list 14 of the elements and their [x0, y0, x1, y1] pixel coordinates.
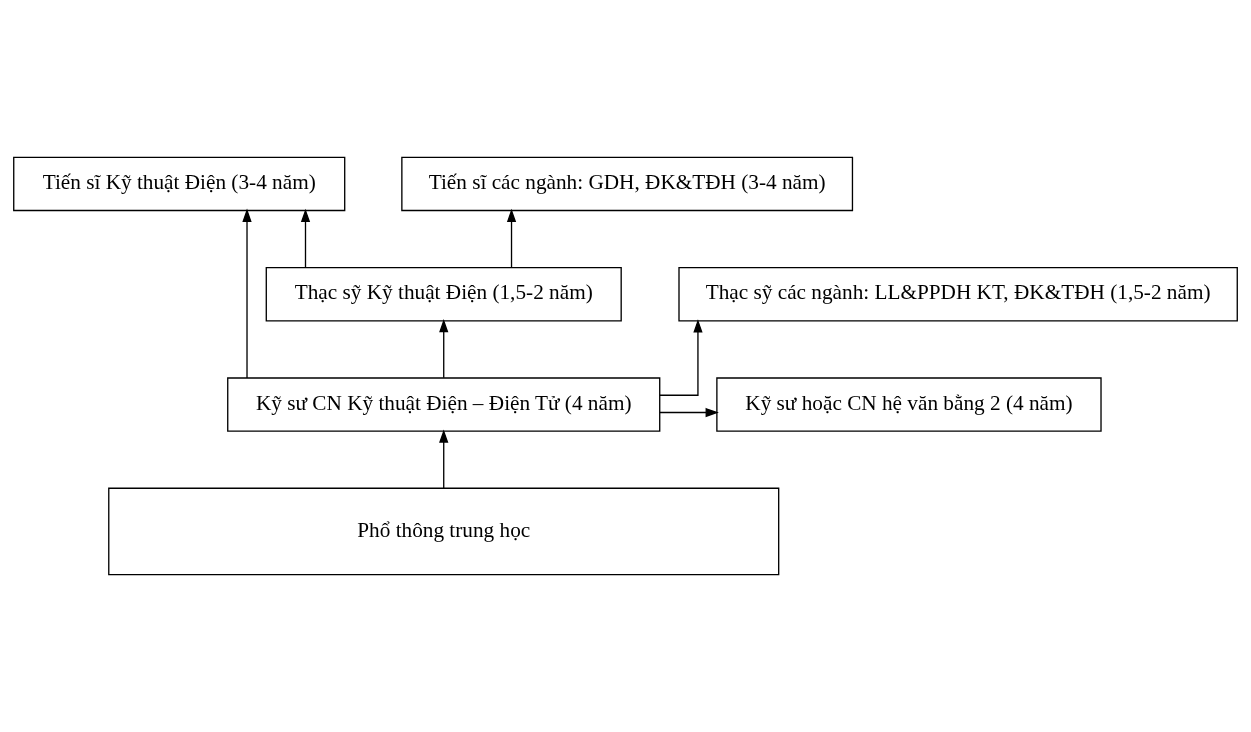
node-box: Tiến sĩ Kỹ thuật Điện (3-4 năm) [13, 156, 346, 212]
arrow [659, 407, 719, 418]
node-box: Kỹ sư hoặc CN hệ văn bằng 2 (4 năm) [716, 377, 1102, 432]
arrow [506, 208, 517, 269]
node-box: Phổ thông trung học [108, 487, 780, 576]
node-box: Kỹ sư CN Kỹ thuật Điện – Điện Tử (4 năm) [227, 377, 661, 432]
arrow [242, 208, 252, 379]
node-box: Thạc sỹ các ngành: LL&PPDH KT, ĐK&TĐH (1,5-2 năm) [678, 266, 1238, 322]
arrow [439, 429, 449, 489]
node-box: Thạc sỹ Kỹ thuật Điện (1,5-2 năm) [265, 266, 622, 322]
arrow [659, 319, 703, 396]
arrow [300, 208, 311, 269]
node-box: Tiến sĩ các ngành: GDH, ĐK&TĐH (3-4 năm) [401, 156, 854, 212]
arrow [439, 319, 449, 379]
